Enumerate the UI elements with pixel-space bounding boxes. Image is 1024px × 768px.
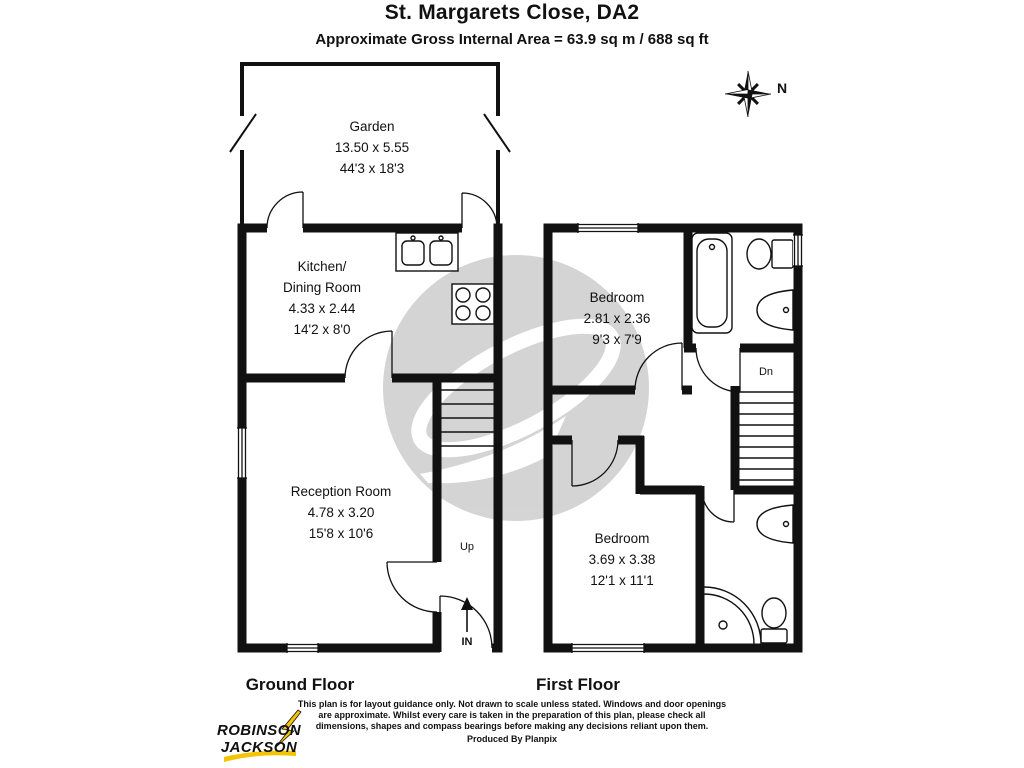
ground-floor-plan [229, 62, 511, 653]
reception-name: Reception Room [290, 484, 392, 499]
kitchen-name-line2: Dining Room [282, 280, 362, 295]
garden-gate-right [483, 113, 511, 153]
basin-icon-bathroom [756, 289, 794, 331]
shower-icon [703, 586, 762, 645]
basin-icon-shower-room [756, 504, 794, 544]
entrance-arrow-icon [461, 597, 473, 632]
first-windows [571, 223, 803, 653]
compass-north-label: N [777, 80, 788, 96]
stairs-first [739, 391, 794, 481]
ground-floor-title: Ground Floor [245, 675, 355, 694]
first-floor-plan [543, 223, 803, 653]
produced-by-label: Produced By Planpix [466, 734, 558, 744]
compass-rose-icon [724, 70, 772, 118]
entrance-in-label: IN [461, 636, 473, 648]
reception-label: Reception Room 4.78 x 3.20 15'8 x 10'6 [291, 481, 392, 544]
bedroom-back-label: Bedroom 3.69 x 3.38 12'1 x 11'1 [589, 528, 656, 591]
garden-imperial: 44'3 x 18'3 [339, 161, 405, 176]
stairs-ground [441, 389, 494, 447]
bedroom-front-name: Bedroom [589, 290, 645, 305]
page-subtitle: Approximate Gross Internal Area = 63.9 s… [315, 31, 709, 48]
reception-metric: 4.78 x 3.20 [307, 505, 375, 520]
bedroom-back-metric: 3.69 x 3.38 [588, 552, 656, 567]
lightning-bolt-icon [274, 709, 302, 749]
toilet-icon-shower-room [760, 597, 788, 644]
ground-doors [266, 191, 498, 649]
disclaimer-line-3: dimensions, shapes and compass bearings … [315, 721, 709, 731]
sink-icon [395, 232, 459, 272]
bedroom-back-name: Bedroom [594, 531, 650, 546]
agency-name-line1: ROBINSON [216, 722, 302, 739]
reception-imperial: 15'8 x 10'6 [308, 526, 374, 541]
hob-icon [451, 283, 495, 325]
first-floor-title: First Floor [535, 675, 621, 694]
garden-gate-left [229, 113, 257, 153]
disclaimer-line-1: This plan is for layout guidance only. N… [297, 699, 727, 709]
ground-windows [237, 427, 319, 653]
bedroom-front-label: Bedroom 2.81 x 2.36 9'3 x 7'9 [584, 287, 651, 350]
agency-name-line2: JACKSON [220, 739, 298, 756]
toilet-icon-bathroom [746, 238, 794, 270]
kitchen-label: Kitchen/ Dining Room 4.33 x 2.44 14'2 x … [283, 256, 361, 340]
first-walls [543, 223, 803, 653]
bedroom-back-imperial: 12'1 x 11'1 [590, 573, 654, 588]
kitchen-metric: 4.33 x 2.44 [288, 301, 356, 316]
logo-swoosh-icon [224, 750, 296, 762]
stairs-dn-label: Dn [758, 366, 774, 378]
garden-name: Garden [349, 119, 395, 134]
stairs-up-label: Up [459, 541, 475, 553]
bedroom-front-metric: 2.81 x 2.36 [583, 311, 651, 326]
page-title: St. Margarets Close, DA2 [384, 1, 640, 24]
bedroom-front-imperial: 9'3 x 7'9 [592, 332, 642, 347]
disclaimer-line-2: are approximate. Whilst every care is ta… [318, 710, 706, 720]
first-doors [571, 342, 741, 523]
ground-walls [237, 223, 503, 653]
kitchen-imperial: 14'2 x 8'0 [293, 322, 351, 337]
garden-metric: 13.50 x 5.55 [334, 140, 410, 155]
agency-logo: ROBINSON JACKSON [213, 722, 305, 756]
kitchen-name-line1: Kitchen/ [297, 259, 347, 274]
bathtub-icon [691, 232, 733, 334]
garden-label: Garden 13.50 x 5.55 44'3 x 18'3 [335, 116, 409, 179]
